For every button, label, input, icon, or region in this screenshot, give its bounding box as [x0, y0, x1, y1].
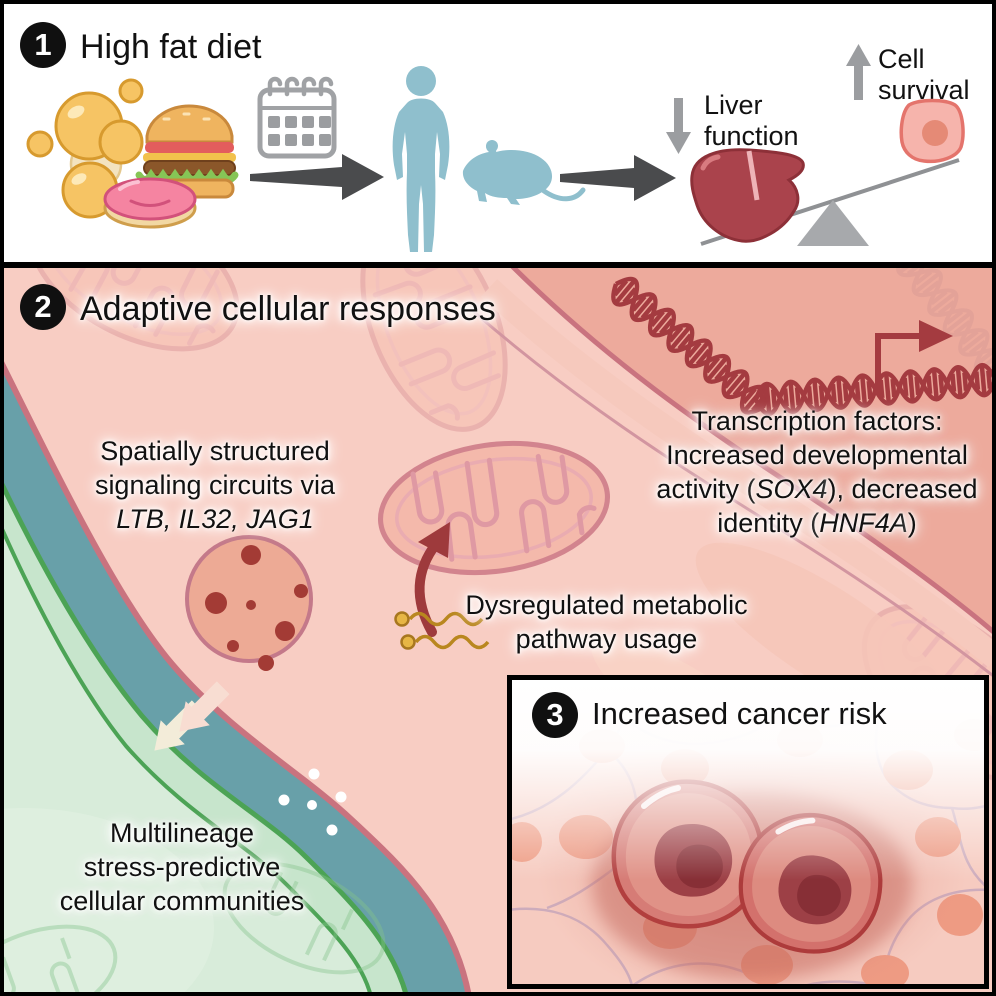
step-2-badge: 2 — [20, 284, 66, 330]
panel-2-title: Adaptive cellular responses — [80, 290, 496, 328]
communities-text: Multilineage stress-predictive cellular … — [59, 818, 305, 917]
vesicle-icon — [185, 535, 313, 671]
signaling-genes: LTB, IL32, JAG1 — [116, 504, 314, 535]
human-figure-icon — [392, 66, 450, 252]
liver-function-label: Liver function — [704, 90, 799, 152]
cell-icon — [899, 98, 965, 164]
panel-1-title: High fat diet — [80, 28, 262, 66]
step-3-number: 3 — [546, 697, 564, 732]
step-2-number: 2 — [34, 289, 52, 324]
signaling-text: Spatially structured signaling circuits … — [54, 434, 376, 536]
metabolic-arrow-icon — [414, 522, 450, 637]
gene-sox4: SOX4 — [755, 474, 828, 505]
mitochondrion-icon — [372, 429, 616, 586]
cell-survival-label: Cell survival — [878, 44, 970, 106]
step-1-number: 1 — [34, 27, 52, 62]
mouse-icon — [462, 140, 586, 205]
calendar-icon — [257, 76, 337, 159]
arrow-right-icon — [560, 155, 676, 201]
hamburger-icon — [135, 104, 239, 199]
secreted-dots — [278, 768, 347, 836]
donut-icon — [103, 177, 197, 229]
panel-1-artwork — [26, 44, 965, 252]
down-arrow-icon — [666, 98, 691, 154]
metabolic-text: Dysregulated metabolic pathway usage — [465, 590, 748, 655]
step-3-badge: 3 — [532, 692, 578, 738]
panel-increased-cancer-risk: 3 Increased cancer risk — [507, 675, 989, 989]
liver-icon — [690, 148, 805, 243]
gene-hnf4a: HNF4A — [819, 508, 908, 539]
transcription-arrow-icon — [875, 320, 953, 394]
transcription-text: Transcription factors: Increased develop… — [656, 406, 978, 539]
panel-high-fat-diet: 1 High fat diet Liver function Cell surv… — [4, 4, 992, 268]
panel-2-artwork — [4, 268, 992, 992]
tissue-illustration — [512, 680, 984, 984]
panel-3-header: 3 Increased cancer risk — [512, 680, 984, 744]
lipid-icon — [394, 611, 490, 650]
arrow-right-icon — [250, 154, 384, 200]
step-1-badge: 1 — [20, 22, 66, 68]
sinusoid-and-immune-cells — [4, 361, 472, 992]
fat-droplets-icon — [26, 78, 144, 219]
up-arrow-icon — [846, 44, 871, 100]
panel-3-title: Increased cancer risk — [592, 696, 887, 731]
secretion-arrow-icon — [154, 681, 230, 751]
